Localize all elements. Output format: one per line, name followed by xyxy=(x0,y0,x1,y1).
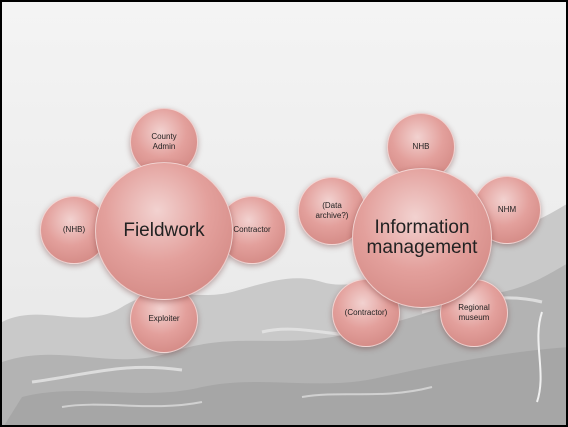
center-node-fieldwork: Fieldwork xyxy=(95,162,233,300)
center-node-information-management: Information management xyxy=(352,168,492,308)
